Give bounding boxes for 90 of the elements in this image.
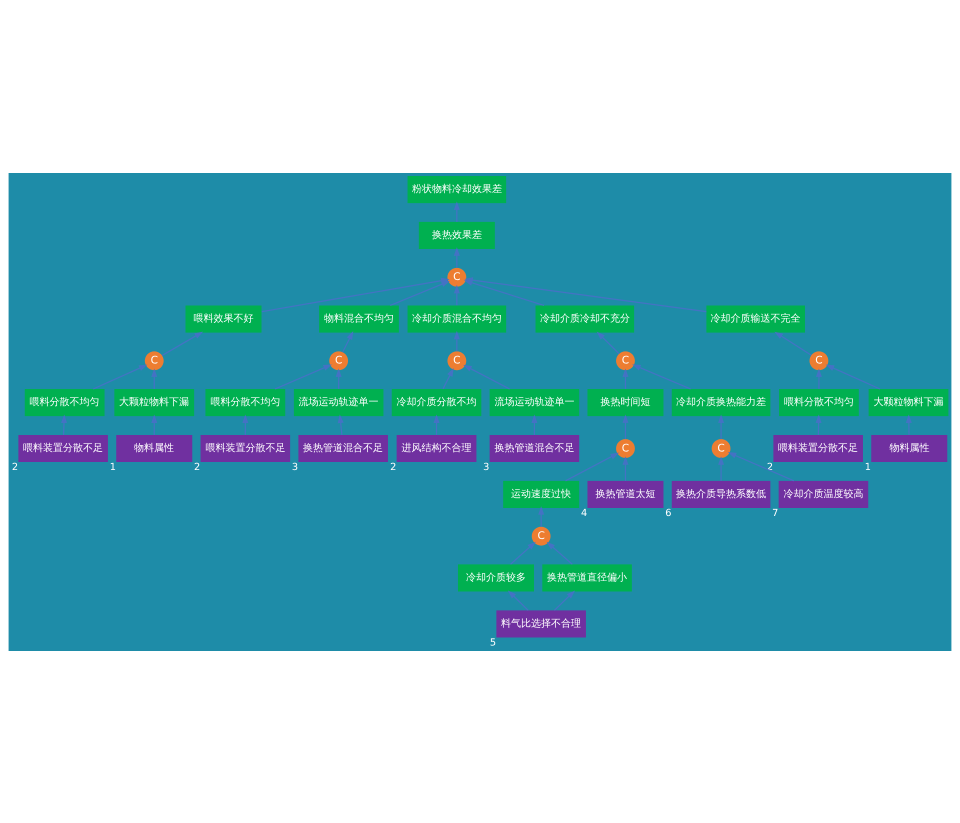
arrow [162,331,204,356]
node-box: 换热管道直径偏小 [542,564,632,592]
arrow [463,364,510,390]
arrow [151,414,158,434]
node-circle: C [616,438,635,458]
node-label: 3 [483,461,490,472]
arrow [151,368,158,388]
node-box: 冷却介质较多 [458,564,534,592]
arrow [454,200,460,222]
arrow [434,414,440,434]
node-box: 喂料装置分散不足 [18,434,108,462]
arrow [442,367,454,389]
arrow [454,284,460,305]
node-circle: C [712,438,730,458]
arrow [338,414,344,434]
node-box: 喂料装置分散不足 [773,434,863,462]
node-box: 喂料分散不均匀 [205,388,286,416]
arrow [632,364,691,390]
arrow [336,368,342,388]
arrow [274,364,332,390]
node-box: 换热效果差 [418,221,495,249]
node-box: 冷却介质冷却不充分 [536,304,634,332]
arrow [596,331,620,354]
node-label: 2 [194,461,200,472]
node-circle: C [810,350,828,370]
arrow [718,414,724,438]
node-label: 2 [390,461,396,472]
node-box: 粉状物料冷却效果差 [408,176,506,203]
node-circle: C [329,350,348,370]
node-label: 1 [110,461,116,472]
node-box: 料气比选择不合理 [496,610,586,637]
arrow [728,452,794,481]
arrow [774,331,812,356]
arrow [622,414,628,438]
node-box: 冷却介质温度较高 [778,480,868,508]
node-box: 运动速度过快 [503,480,580,508]
node-box: 换热管道太短 [587,480,664,508]
node-label: 5 [490,636,496,648]
node-box: 喂料效果不好 [185,304,262,332]
arrow [342,330,354,352]
node-circle: C [447,350,466,370]
arrow [816,368,822,388]
node-box: 冷却介质混合不均匀 [408,304,506,332]
arrow [242,414,248,434]
node-box: 物料属性 [871,434,948,462]
node-box: 流场运动轨迹单一 [294,388,384,416]
arrow [390,280,450,306]
arrow [454,330,460,351]
node-label: 2 [12,461,18,472]
node-label: 1 [864,461,871,472]
arrow [538,506,544,526]
arrow [622,368,628,388]
node-circle: C [447,267,466,286]
node-box: 换热管道混合不足 [298,434,388,462]
node-box: 冷却介质分散不均 [392,388,482,416]
arrow [554,590,575,610]
node-box: 进风结构不合理 [396,434,476,462]
node-box: 冷却介质输送不完全 [706,304,805,332]
node-box: 大颗粒物料下漏 [114,388,194,416]
arrow [93,364,148,390]
arrow [622,456,628,480]
node-box: 流场运动轨迹单一 [490,388,580,416]
node-box: 换热时间短 [587,388,664,416]
node-label: 4 [580,507,588,518]
node-box: 喂料分散不均匀 [24,388,105,416]
arrow [546,541,573,564]
arrow [826,364,880,390]
arrow [718,456,724,480]
node-label: 3 [292,461,298,472]
node-box: 换热管道混合不足 [490,434,580,462]
arrow [61,414,67,434]
node-box: 大颗粒物料下漏 [868,388,948,416]
node-box: 喂料分散不均匀 [779,388,859,416]
arrow [508,590,529,610]
node-box: 喂料装置分散不足 [200,434,290,462]
node-box: 换热介质导热系数低 [672,480,770,508]
node-circle: C [616,350,635,370]
arrow [565,452,620,481]
node-label: 7 [772,507,778,518]
arrow [510,541,536,564]
arrow [531,414,538,434]
node-label: 6 [665,507,672,518]
node-circle: C [532,526,551,546]
arrow [816,414,822,434]
node-circle: C [144,350,164,370]
node-box: 物料属性 [116,434,192,462]
node-box: 物料混合不均匀 [319,304,399,332]
arrow [454,246,460,268]
node-box: 冷却介质换热能力差 [672,388,770,416]
arrow [906,414,912,434]
